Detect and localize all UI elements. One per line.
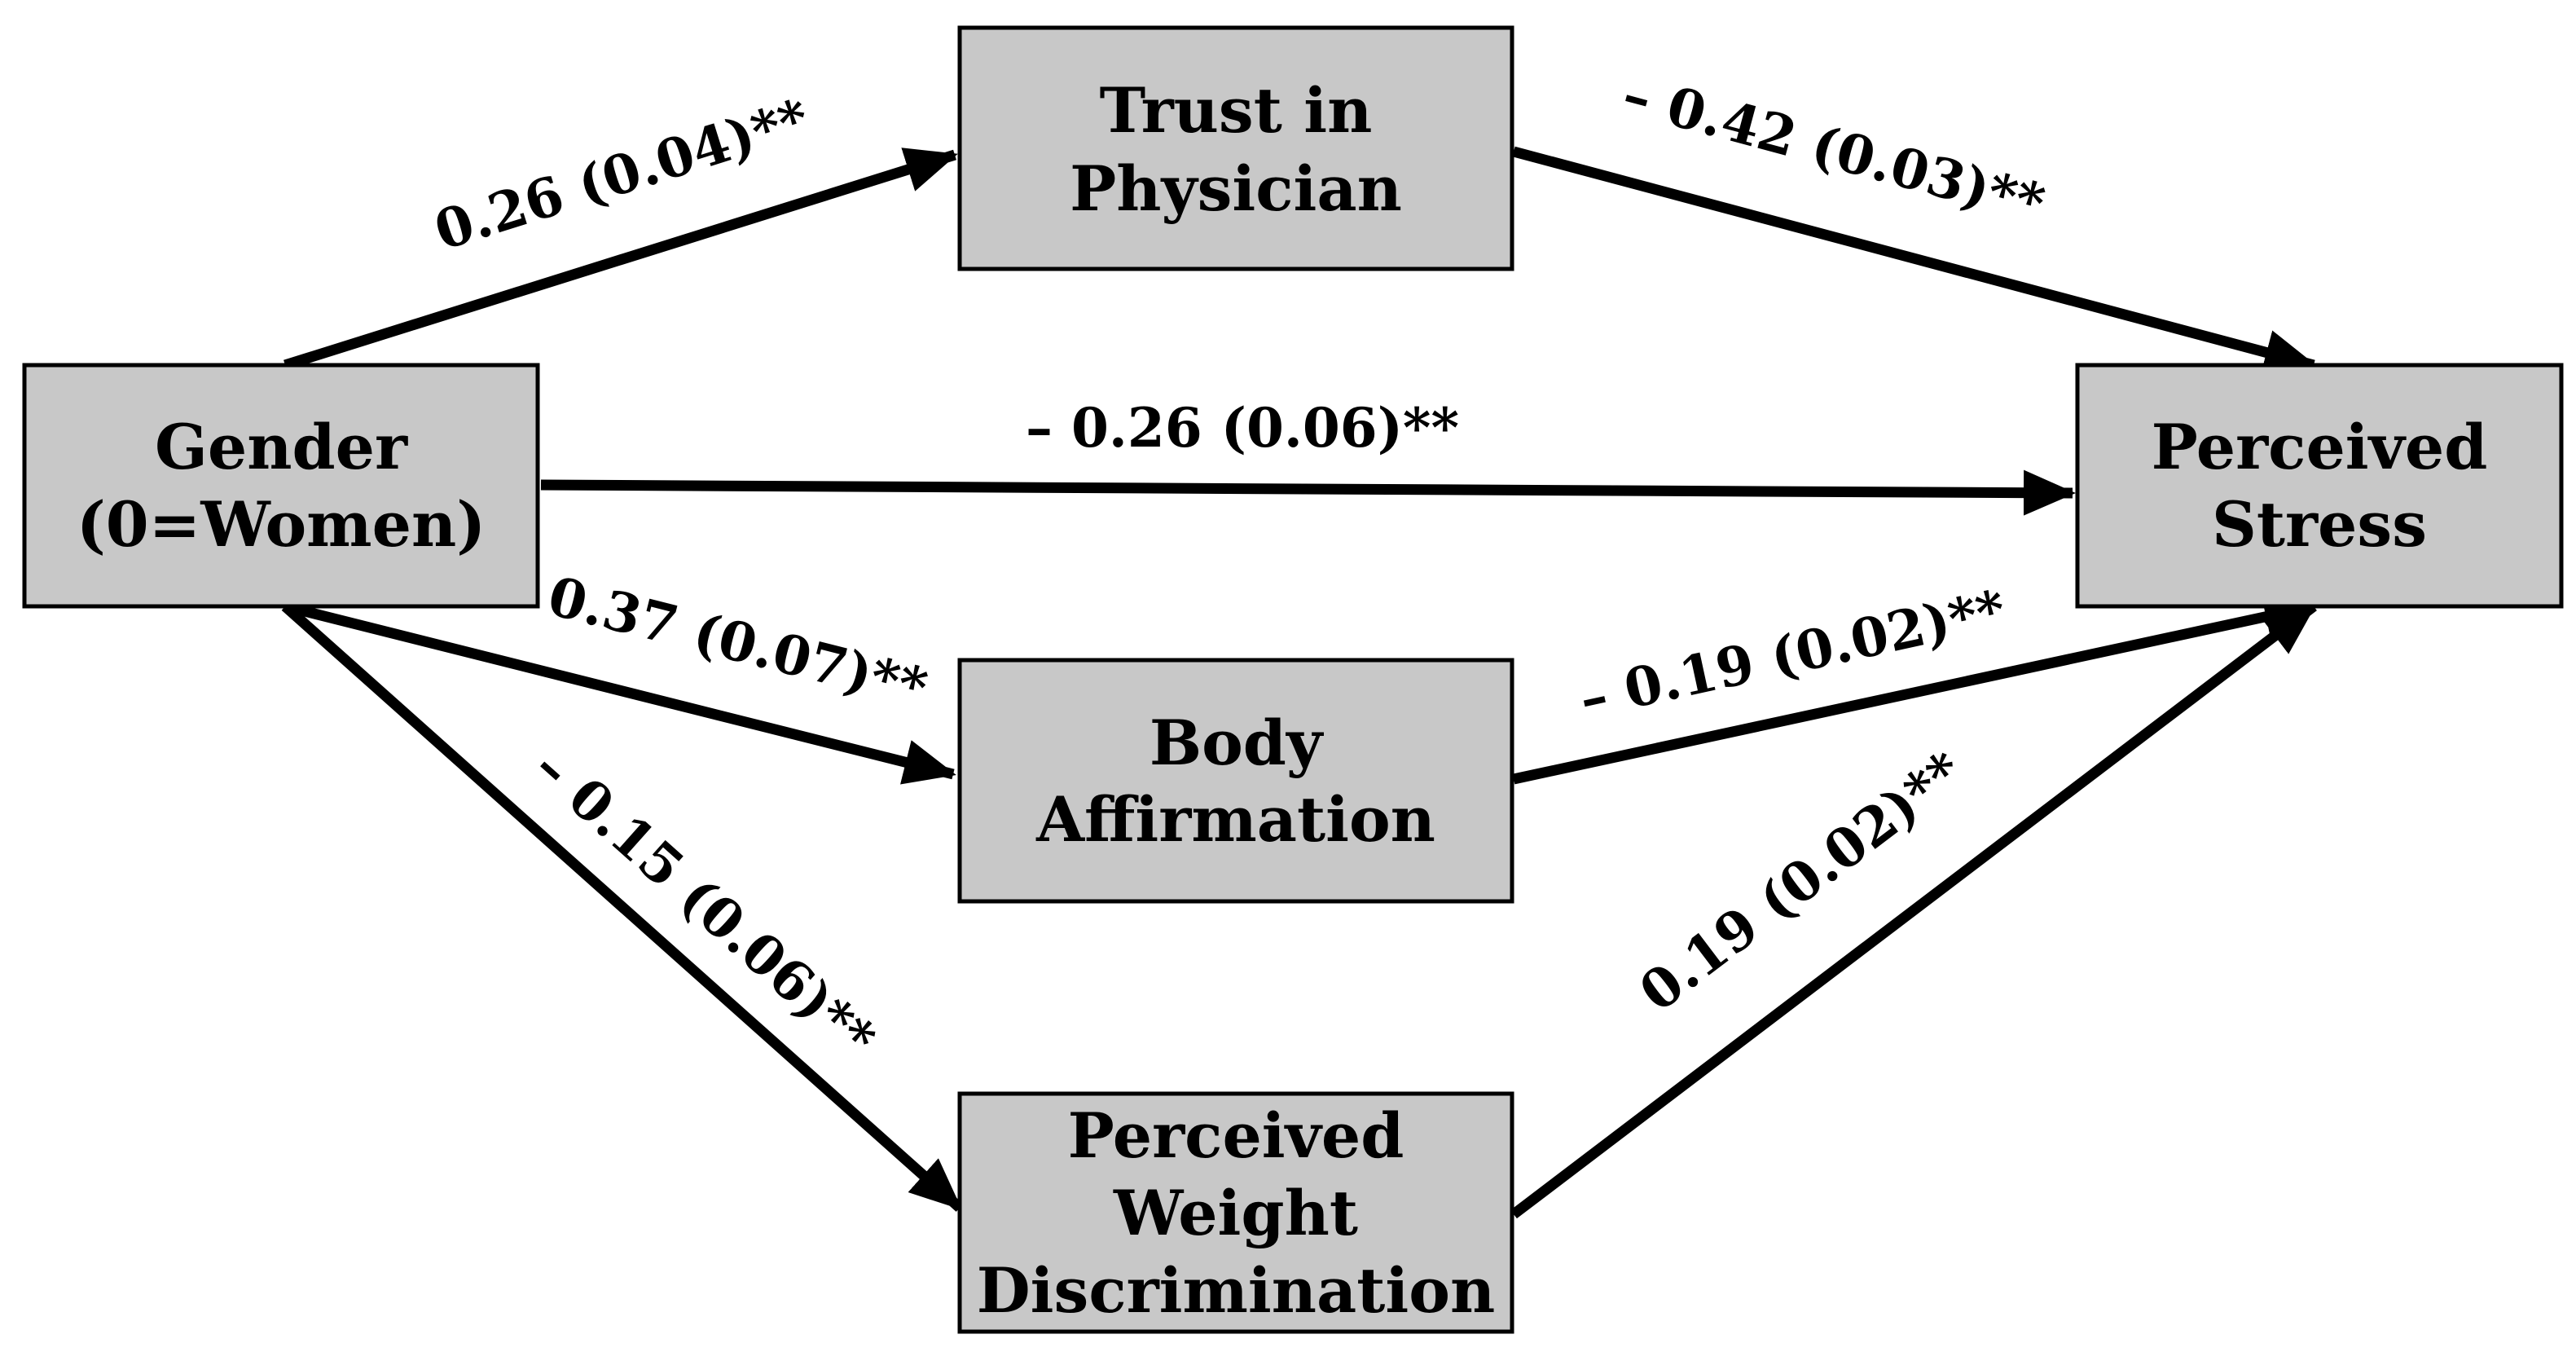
node-weight-line-1: Perceived — [1068, 1099, 1404, 1172]
node-stress-line-1: Perceived — [2152, 411, 2488, 483]
node-gender: Gender (0=Women) — [22, 363, 540, 609]
edge-gender-to-trust — [284, 148, 958, 371]
edges — [281, 146, 2317, 1219]
node-gender-line-1: Gender — [155, 411, 408, 483]
node-body-affirmation: Body Affirmation — [957, 658, 1514, 904]
edge-label-weight-stress: 0.19 (0.02)** — [1628, 739, 1975, 1024]
edge-body-to-stress — [1512, 594, 2317, 785]
node-gender-line-2: (0=Women) — [77, 488, 486, 561]
edge-label-trust-stress: – 0.42 (0.03)** — [1616, 62, 2051, 236]
node-perceived-weight-discrimination: Perceived Weight Discrimination — [957, 1091, 1514, 1334]
node-trust-in-physician: Trust in Physician — [957, 25, 1514, 271]
node-weight-line-3: Discrimination — [977, 1254, 1495, 1327]
node-stress-line-2: Stress — [2212, 488, 2427, 561]
node-perceived-stress: Perceived Stress — [2075, 363, 2564, 609]
node-body-line-1: Body — [1150, 707, 1324, 779]
edge-gender-to-weight — [281, 602, 964, 1212]
edge-gender-to-stress — [540, 469, 2076, 516]
node-trust-line-1: Trust in — [1100, 74, 1373, 147]
edge-trust-to-stress — [1512, 146, 2317, 375]
edge-label-gender-weight: – 0.15 (0.06)** — [522, 735, 888, 1071]
edge-label-gender-body: 0.37 (0.07)** — [542, 564, 934, 720]
node-trust-line-2: Physician — [1070, 152, 1402, 225]
edge-weight-to-stress — [1510, 601, 2317, 1219]
edge-label-gender-trust: 0.26 (0.04)** — [427, 86, 816, 263]
edge-label-gender-stress: – 0.26 (0.06)** — [1026, 396, 1459, 460]
node-weight-line-2: Weight — [1113, 1177, 1358, 1249]
edge-gender-to-body — [284, 601, 956, 785]
edge-label-body-stress: – 0.19 (0.02)** — [1574, 577, 2011, 731]
node-body-line-2: Affirmation — [1035, 783, 1435, 856]
